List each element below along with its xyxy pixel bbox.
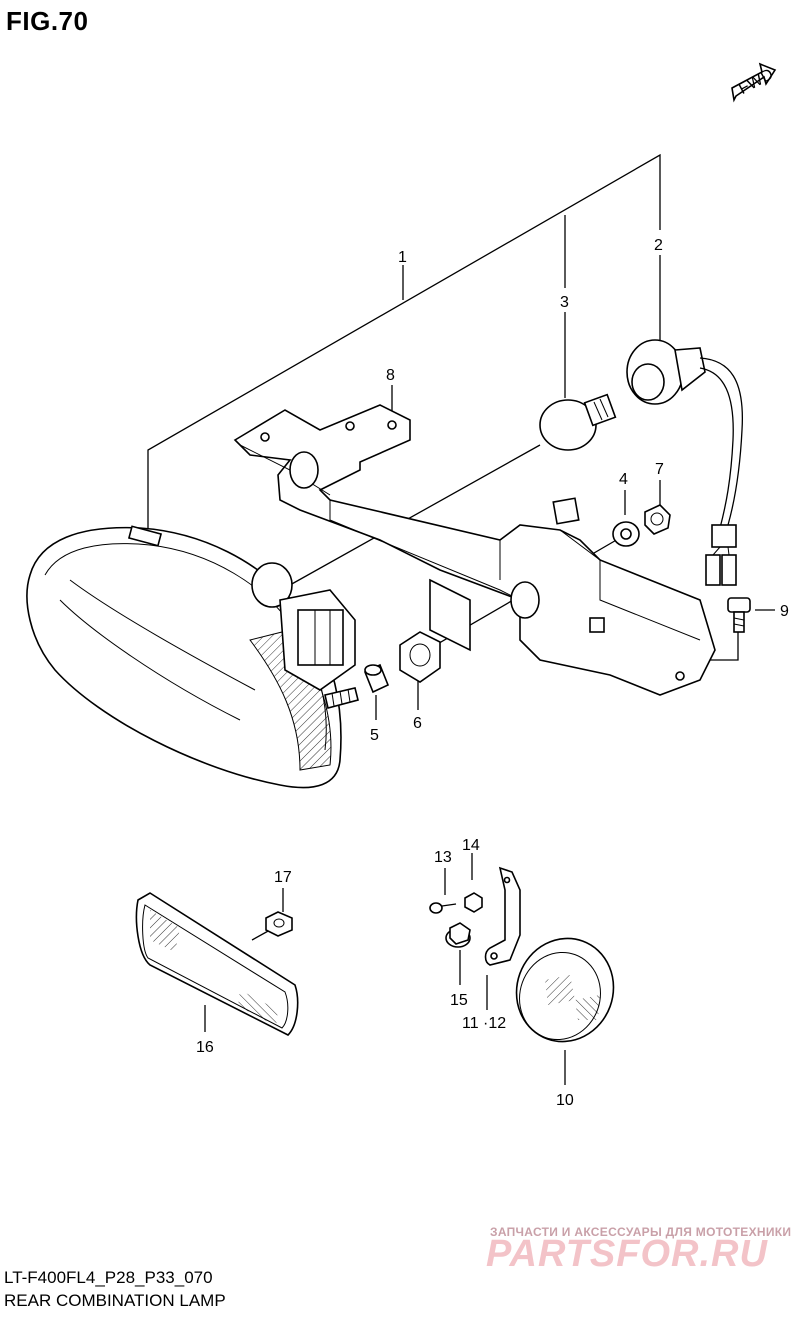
callout-15: 15 — [450, 992, 468, 1009]
collar — [363, 663, 390, 694]
round-reflector — [515, 937, 615, 1043]
callout-labels: 1 2 3 4 5 6 7 8 9 10 11 ·12 13 14 15 16 … — [196, 237, 789, 1109]
fwd-arrow-icon: FWD — [731, 62, 777, 103]
callout-3: 3 — [560, 294, 569, 311]
callout-16: 16 — [196, 1039, 214, 1056]
callout-13: 13 — [434, 849, 452, 866]
watermark-tagline: ЗАПЧАСТИ И АКСЕССУАРЫ ДЛЯ МОТОТЕХНИКИ — [490, 1225, 792, 1239]
socket-harness — [626, 339, 744, 586]
callout-7: 7 — [655, 461, 664, 478]
callout-4: 4 — [619, 471, 628, 488]
small-screw — [429, 902, 457, 914]
mounting-bracket — [233, 404, 716, 696]
nut — [644, 504, 671, 535]
bulb — [539, 393, 617, 451]
fwd-label: FWD — [736, 66, 776, 98]
flange-nut — [445, 922, 471, 948]
bolt — [727, 597, 751, 633]
reflector — [135, 892, 299, 1036]
callout-9: 9 — [780, 603, 789, 620]
callout-1: 1 — [398, 249, 407, 266]
callout-2: 2 — [654, 237, 663, 254]
watermark-brand: PARTSFOR.RU — [486, 1233, 768, 1275]
washer — [612, 521, 640, 547]
callout-11-12: 11 ·12 — [462, 1015, 506, 1032]
callout-6: 6 — [413, 715, 422, 732]
small-nut — [464, 892, 483, 913]
figure-code: LT-F400FL4_P28_P33_070 — [4, 1268, 213, 1287]
reflector-nut — [265, 911, 293, 937]
callout-10: 10 — [556, 1092, 574, 1109]
callout-17: 17 — [274, 869, 292, 886]
reflector-bracket — [484, 866, 521, 966]
grommet — [399, 631, 441, 683]
callout-5: 5 — [370, 727, 379, 744]
figure-title: FIG.70 — [6, 6, 89, 36]
callout-14: 14 — [462, 837, 480, 854]
leader-lines — [147, 153, 775, 1085]
figure-name: REAR COMBINATION LAMP — [4, 1291, 226, 1310]
rear-lamp — [26, 525, 359, 789]
callout-8: 8 — [386, 367, 395, 384]
